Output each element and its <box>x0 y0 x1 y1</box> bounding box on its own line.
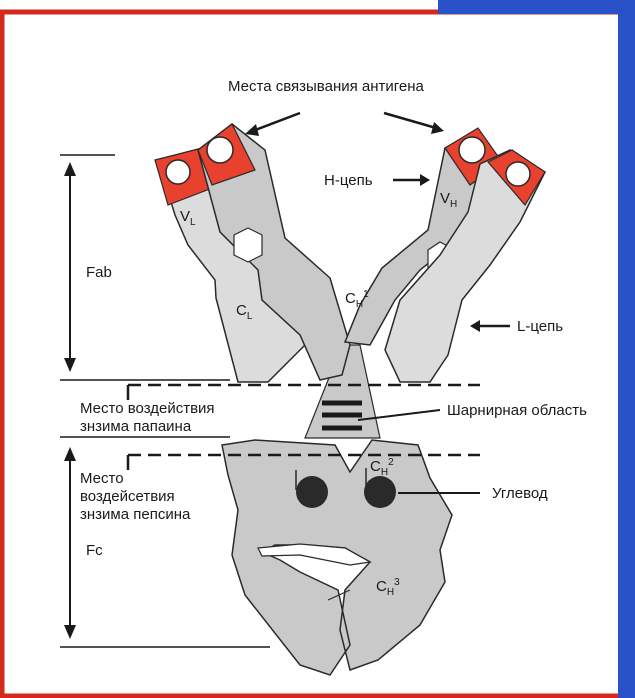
vh-domain-label: VH <box>440 190 457 207</box>
vl-domain-label: VL <box>180 208 196 225</box>
left-vh-pocket <box>207 137 233 163</box>
vl-main: V <box>180 208 190 225</box>
cl-main: C <box>236 302 247 319</box>
pepsin-label-line1: Место <box>80 470 124 487</box>
ch3-main: C <box>376 578 387 595</box>
pepsin-label-line2: воздейсетвия <box>80 488 175 505</box>
cl-sub: L <box>247 311 253 322</box>
ch1-main: C <box>345 290 356 307</box>
h-chain-label: Н-цепь <box>324 172 373 189</box>
pepsin-label-line3: знзима пепсина <box>80 506 190 523</box>
vl-sub: L <box>190 217 196 228</box>
ch1-domain-label: CH1 <box>345 290 369 307</box>
ch3-sub: H <box>387 587 394 598</box>
ch1-sup: 1 <box>363 289 369 300</box>
l-chain-label: L-цепь <box>517 318 563 335</box>
ch1-sub: H <box>356 299 363 310</box>
blue-header-bar <box>438 0 635 14</box>
cl-domain-label: CL <box>236 302 252 319</box>
carbohydrate-label: Углевод <box>492 485 548 502</box>
ch2-domain-label: CH2 <box>370 458 394 475</box>
antigen-sites-label: Места связывания антигена <box>228 78 424 95</box>
ch2-sub: H <box>381 467 388 478</box>
carbohydrate-left <box>296 476 328 508</box>
blue-side-bar <box>618 14 635 698</box>
right-vh-pocket <box>459 137 485 163</box>
vh-main: V <box>440 190 450 207</box>
ch3-sup: 3 <box>394 577 400 588</box>
ch2-main: C <box>370 458 381 475</box>
carbohydrate-right <box>364 476 396 508</box>
ch2-sup: 2 <box>388 457 394 468</box>
vh-sub: H <box>450 199 457 210</box>
papain-label-line1: Место воздействия <box>80 400 215 417</box>
fab-label: Fab <box>86 264 112 281</box>
hinge-label: Шарнирная область <box>447 402 587 419</box>
papain-label-line2: знзима папаина <box>80 418 191 435</box>
left-hinge-hole <box>234 228 262 262</box>
fc-label: Fc <box>86 542 103 559</box>
right-vl-pocket <box>506 162 530 186</box>
left-vl-pocket <box>166 160 190 184</box>
ch3-domain-label: CH3 <box>376 578 400 595</box>
